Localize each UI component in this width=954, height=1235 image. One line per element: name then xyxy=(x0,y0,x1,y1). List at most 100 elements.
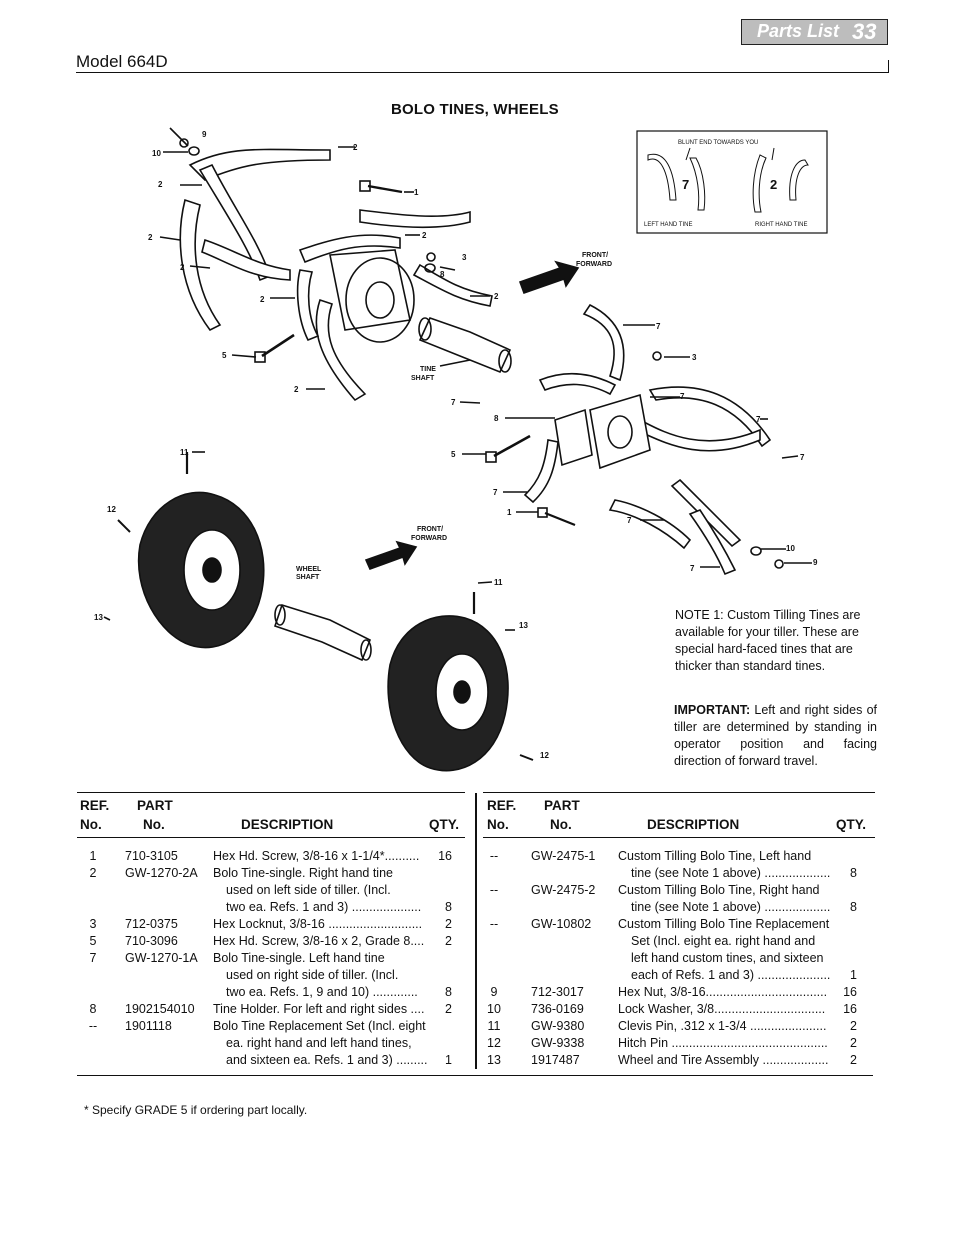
callout-11: 11 xyxy=(180,448,189,457)
front-forward-label: FORWARD xyxy=(411,535,447,542)
header-qty: QTY. xyxy=(429,817,460,832)
part-number-cell: 710-3105 xyxy=(125,849,178,863)
qty-cell: 2 xyxy=(850,1019,857,1033)
ref-cell: 1 xyxy=(89,849,97,863)
description-cell: left hand custom tines, and sixteen xyxy=(631,951,824,965)
description-cell: Clevis Pin, .312 x 1-3/4 ...............… xyxy=(618,1019,827,1033)
description-cell: and sixteen ea. Refs. 1 and 3) ......... xyxy=(226,1053,428,1067)
header-part: PART xyxy=(137,798,173,813)
description-cell: Hex Locknut, 3/8-16 ....................… xyxy=(213,917,423,931)
ref-cell: 7 xyxy=(89,951,97,965)
part-number-cell: 712-0375 xyxy=(125,917,178,931)
part-number-cell: GW-2475-2 xyxy=(531,883,596,897)
callout-1: 1 xyxy=(507,508,512,517)
ref-cell: -- xyxy=(489,849,499,863)
footnote: * Specify GRADE 5 if ordering part local… xyxy=(84,1103,308,1117)
part-number-cell: 710-3096 xyxy=(125,934,178,948)
inset-right-caption: RIGHT HAND TINE xyxy=(755,222,807,228)
description-cell: Bolo Tine Replacement Set (Incl. eight xyxy=(213,1019,426,1033)
ref-cell: 5 xyxy=(89,934,97,948)
part-number-cell: GW-9338 xyxy=(531,1036,585,1050)
qty-cell: 2 xyxy=(445,934,452,948)
callout-7: 7 xyxy=(680,392,685,401)
page-number: 33 xyxy=(852,19,877,44)
callout-13: 13 xyxy=(94,613,103,622)
callout-10: 10 xyxy=(786,544,795,553)
table-row: 3 712-0375 Hex Locknut, 3/8-16 ...........… xyxy=(77,916,465,933)
important-label: IMPORTANT: xyxy=(674,703,751,717)
description-cell: used on right side of tiller. (Incl. xyxy=(226,968,399,982)
callout-7: 7 xyxy=(493,488,498,497)
qty-cell: 1 xyxy=(850,968,857,982)
front-forward-label: FRONT/ xyxy=(582,252,608,259)
tine-shaft-label: SHAFT xyxy=(411,375,435,382)
callout-7: 7 xyxy=(756,415,761,424)
callout-3: 3 xyxy=(462,253,467,262)
description-cell: used on left side of tiller. (Incl. xyxy=(226,883,391,897)
header-ref: REF. xyxy=(487,798,517,813)
ref-cell: 8 xyxy=(89,1002,97,1016)
inset-left-caption: LEFT HAND TINE xyxy=(644,222,692,228)
description-cell: Set (Incl. eight ea. right hand and xyxy=(631,934,816,948)
ref-cell: 9 xyxy=(490,985,498,999)
callout-9: 9 xyxy=(813,558,818,567)
note-1: NOTE 1: Custom Tilling Tines are availab… xyxy=(675,608,861,673)
qty-cell: 16 xyxy=(843,985,857,999)
ref-cell: 12 xyxy=(487,1036,501,1050)
header-rule xyxy=(77,837,465,838)
description-cell: Hex Nut, 3/8-16.........................… xyxy=(618,985,828,999)
table-row: 12 GW-9338 Hitch Pin .....................… xyxy=(483,1035,875,1052)
ref-cell: 10 xyxy=(487,1002,501,1016)
tine-shaft-label: TINE xyxy=(420,366,436,373)
table-divider xyxy=(475,793,477,1069)
description-cell: two ea. Refs. 1 and 3) .................… xyxy=(226,900,422,914)
table-row: 1 710-3105 Hex Hd. Screw, 3/8-16 x 1-1/4*.… xyxy=(77,848,465,865)
header-qty: QTY. xyxy=(836,817,867,832)
section-label: Parts List xyxy=(757,21,840,41)
qty-cell: 2 xyxy=(445,917,452,931)
callout-13: 13 xyxy=(519,621,528,630)
qty-cell: 16 xyxy=(843,1002,857,1016)
callout-7: 7 xyxy=(656,322,661,331)
wheel-shaft-label: WHEEL xyxy=(296,566,322,573)
ref-cell: 3 xyxy=(89,917,97,931)
ref-cell: 2 xyxy=(89,866,97,880)
header-rule xyxy=(76,72,889,73)
callout-10: 10 xyxy=(152,149,161,158)
description-cell: tine (see Note 1 above) ................… xyxy=(631,900,831,914)
description-cell: two ea. Refs. 1, 9 and 10) ............. xyxy=(226,985,418,999)
description-cell: ea. right hand and left hand tines, xyxy=(226,1036,412,1050)
ref-cell: 13 xyxy=(487,1053,501,1067)
table-row: 5 710-3096 Hex Hd. Screw, 3/8-16 x 2, Grad… xyxy=(77,933,465,950)
description-cell: Custom Tilling Bolo Tine, Left hand xyxy=(618,849,812,863)
description-cell: Hex Hd. Screw, 3/8-16 x 1-1/4*.......... xyxy=(213,849,420,863)
ref-cell: -- xyxy=(489,917,499,931)
table-top-rule xyxy=(483,792,875,793)
part-number-cell: GW-10802 xyxy=(531,917,592,931)
callout-12: 12 xyxy=(107,505,116,514)
exploded-parts-diagram: 9 10 2 2 1 2 2 3 2 8 2 2 7 5 3 2 7 7 8 7… xyxy=(94,127,828,772)
table-top-rule xyxy=(77,792,465,793)
callout-2: 2 xyxy=(494,292,499,301)
header-badge xyxy=(741,19,888,45)
description-cell: Hex Hd. Screw, 3/8-16 x 2, Grade 8.... xyxy=(213,934,425,948)
callout-5: 5 xyxy=(451,450,456,459)
table-bottom-rule xyxy=(77,1075,873,1076)
description-cell: Hitch Pin ..............................… xyxy=(618,1036,828,1050)
qty-cell: 8 xyxy=(445,985,452,999)
callout-7: 7 xyxy=(627,516,632,525)
header-description: DESCRIPTION xyxy=(241,817,334,832)
callout-12: 12 xyxy=(540,751,549,760)
callout-7: 7 xyxy=(451,398,456,407)
header-description: DESCRIPTION xyxy=(647,817,740,832)
part-number-cell: 712-3017 xyxy=(531,985,584,999)
ref-cell: -- xyxy=(88,1019,98,1033)
description-cell: Custom Tilling Bolo Tine, Right hand xyxy=(618,883,820,897)
callout-2: 2 xyxy=(158,180,163,189)
part-number-cell: GW-1270-2A xyxy=(125,866,198,880)
